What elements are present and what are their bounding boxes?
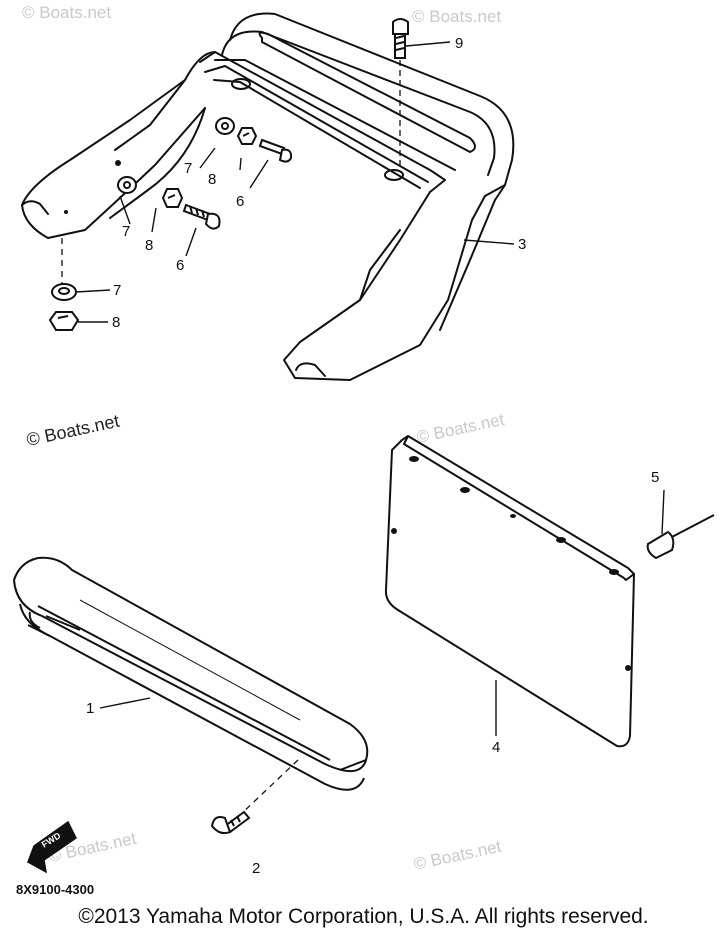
watermark-top-center: © Boats.net xyxy=(412,7,501,26)
washer-7-lower xyxy=(52,284,76,300)
watermark-bottom-right: © Boats.net xyxy=(412,837,503,874)
label-part-8-middle: 8 xyxy=(145,237,153,254)
label-part-5: 5 xyxy=(651,469,659,486)
watermark-middle: © Boats.net xyxy=(415,410,506,447)
label-part-7-middle: 7 xyxy=(122,223,130,240)
label-part-8-upper: 8 xyxy=(208,171,216,188)
label-part-3: 3 xyxy=(518,236,526,253)
label-part-6-middle: 6 xyxy=(176,257,184,274)
watermark-main: © Boats.net xyxy=(25,411,121,450)
bolt-9 xyxy=(393,19,408,58)
nut-8-middle xyxy=(163,189,182,207)
panel-4-holes xyxy=(391,456,631,671)
bolt-6-upper xyxy=(260,140,291,162)
label-part-6-upper: 6 xyxy=(236,193,244,210)
nut-8-upper xyxy=(238,128,256,144)
callout-leaders xyxy=(76,42,664,736)
carrier-frame xyxy=(22,14,513,380)
bolt-2 xyxy=(212,812,249,833)
diagram-code: 8X9100-4300 xyxy=(16,882,94,897)
label-part-7-upper: 7 xyxy=(184,160,192,177)
label-part-2: 2 xyxy=(252,860,260,877)
bolt-2-leader xyxy=(240,760,298,815)
label-part-4: 4 xyxy=(492,739,500,756)
nut-8-lower xyxy=(50,312,78,330)
panel-4 xyxy=(386,436,634,746)
label-part-1: 1 xyxy=(86,700,94,717)
cushion-1 xyxy=(14,558,367,790)
frame-hole-dot-lower xyxy=(64,210,68,214)
frame-hole-dot xyxy=(115,160,121,166)
label-part-7-lower: 7 xyxy=(113,282,121,299)
watermark-top-left: © Boats.net xyxy=(22,3,111,22)
bolt-6-middle xyxy=(184,205,220,229)
label-part-8-lower: 8 xyxy=(112,314,120,331)
pin-5 xyxy=(648,515,714,558)
washer-7-upper xyxy=(216,118,234,134)
label-part-9: 9 xyxy=(455,35,463,52)
washer-7-middle xyxy=(118,177,136,193)
copyright-notice: ©2013 Yamaha Motor Corporation, U.S.A. A… xyxy=(78,905,649,928)
